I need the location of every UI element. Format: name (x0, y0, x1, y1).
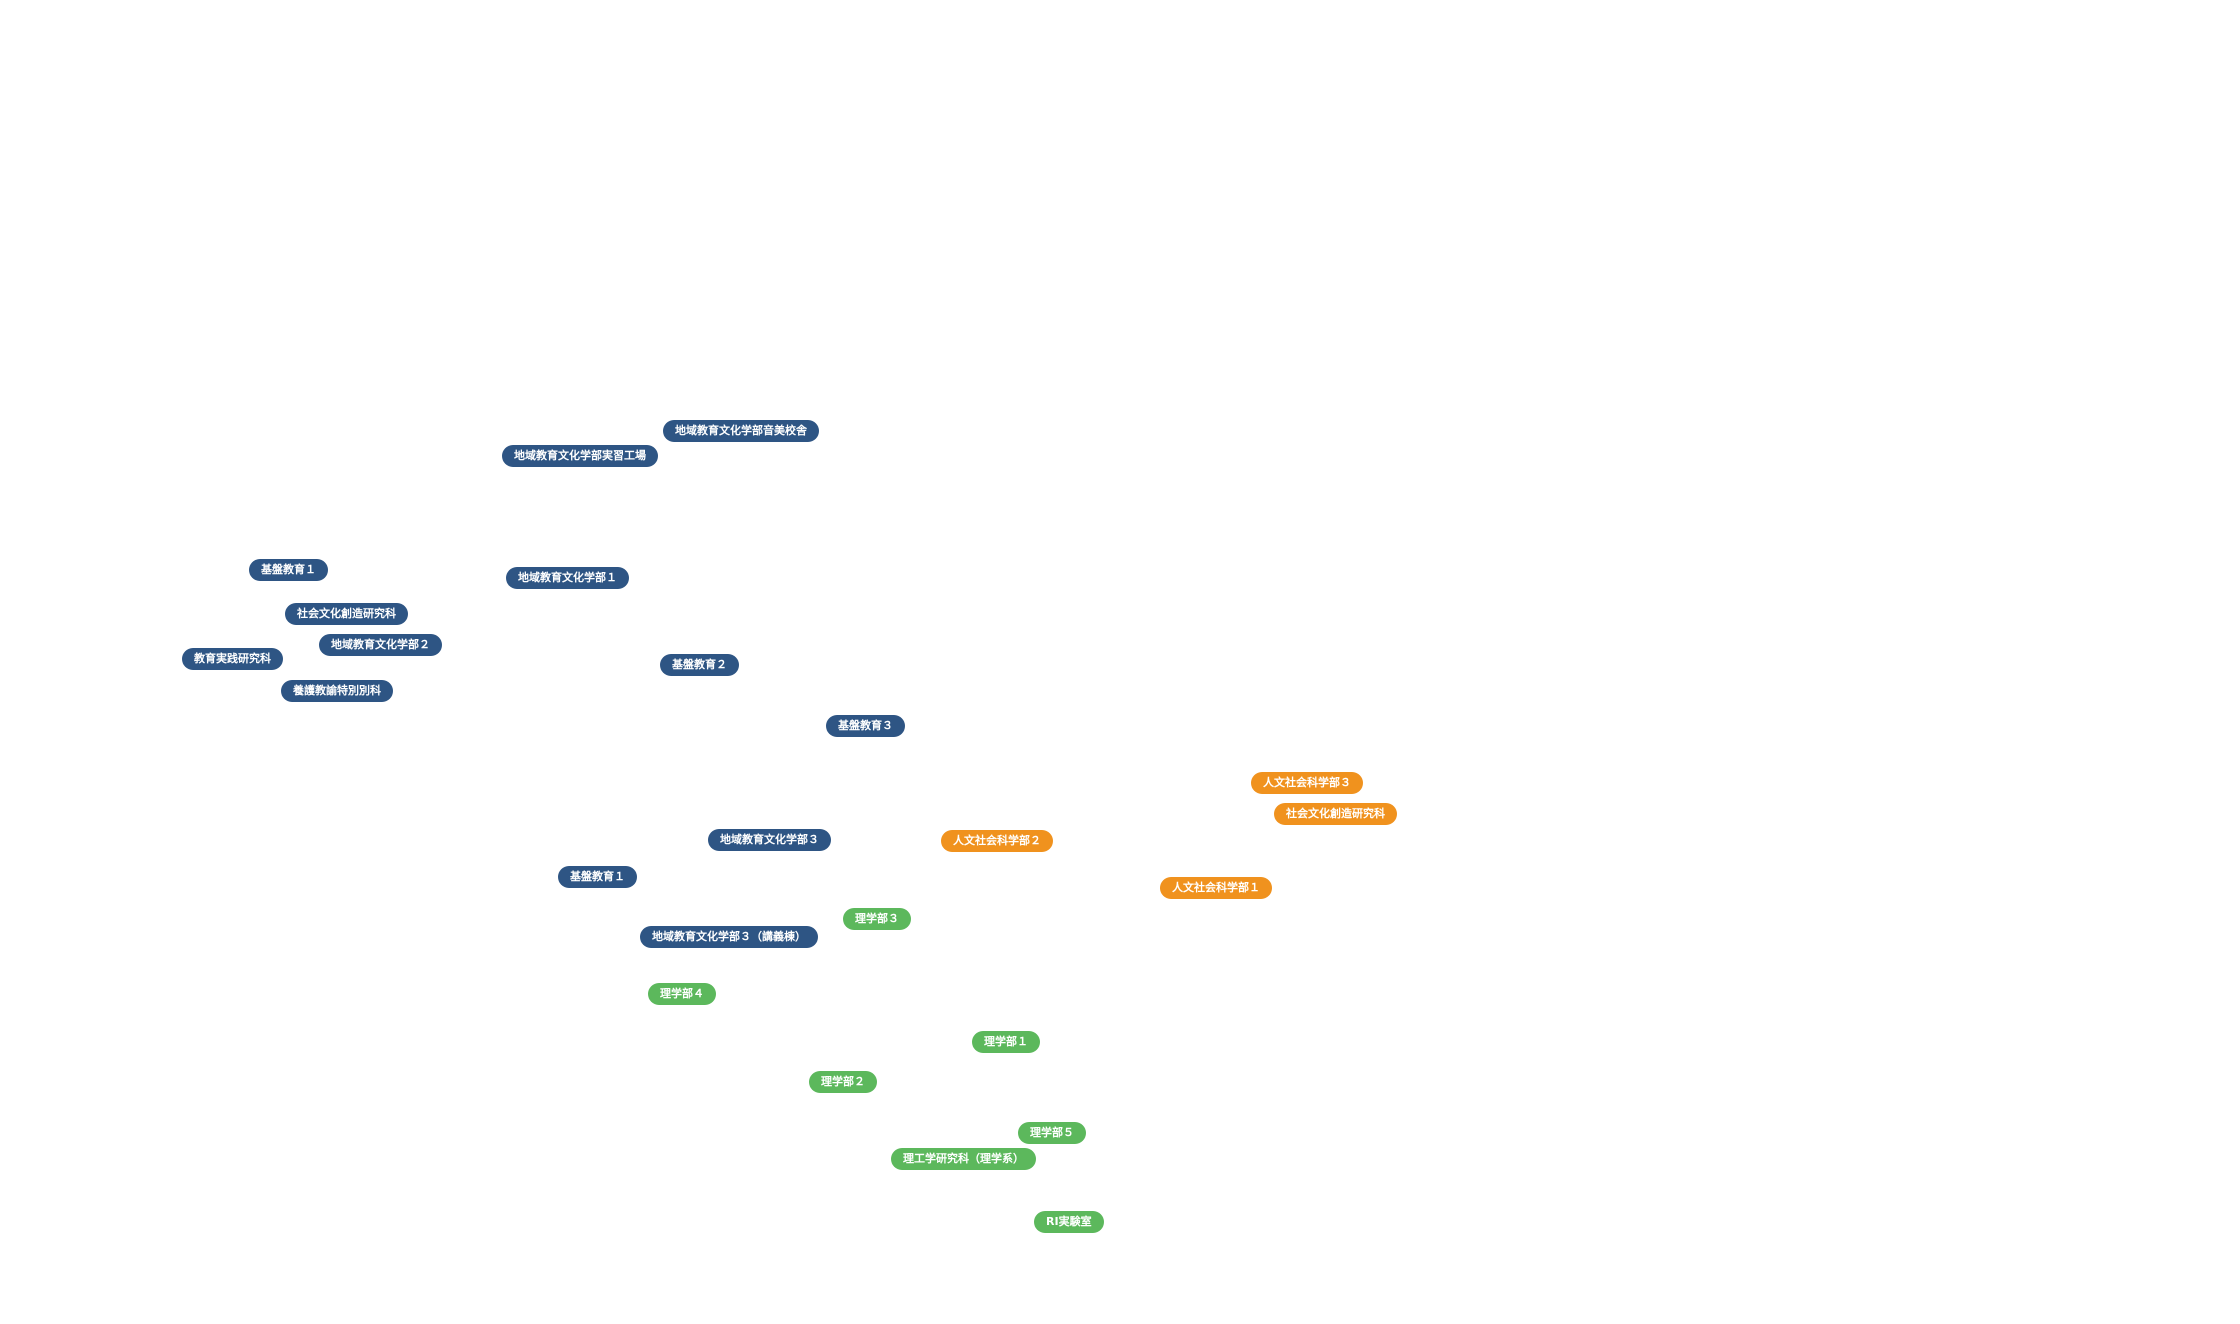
map-marker[interactable]: 社会文化創造研究科 (1274, 803, 1397, 825)
map-marker[interactable]: 理工学研究科（理学系） (891, 1148, 1036, 1170)
map-marker[interactable]: 理学部５ (1018, 1122, 1086, 1144)
map-marker[interactable]: 地域教育文化学部２ (319, 634, 442, 656)
map-marker[interactable]: 理学部２ (809, 1071, 877, 1093)
map-marker[interactable]: 教育実践研究科 (182, 648, 283, 670)
map-marker[interactable]: 人文社会科学部３ (1251, 772, 1363, 794)
map-marker[interactable]: 理学部１ (972, 1031, 1040, 1053)
map-marker[interactable]: 地域教育文化学部実習工場 (502, 445, 658, 467)
map-marker[interactable]: 社会文化創造研究科 (285, 603, 408, 625)
map-marker[interactable]: 地域教育文化学部音美校舎 (663, 420, 819, 442)
map-marker[interactable]: RI実験室 (1034, 1211, 1104, 1233)
map-marker[interactable]: 地域教育文化学部３（講義棟） (640, 926, 818, 948)
map-marker[interactable]: 基盤教育３ (826, 715, 905, 737)
map-marker[interactable]: 人文社会科学部２ (941, 830, 1053, 852)
map-marker[interactable]: 人文社会科学部１ (1160, 877, 1272, 899)
map-marker[interactable]: 養護教諭特別別科 (281, 680, 393, 702)
map-marker[interactable]: 理学部４ (648, 983, 716, 1005)
map-marker[interactable]: 基盤教育１ (249, 559, 328, 581)
map-marker[interactable]: 基盤教育２ (660, 654, 739, 676)
map-marker[interactable]: 地域教育文化学部１ (506, 567, 629, 589)
map-marker[interactable]: 基盤教育１ (558, 866, 637, 888)
map-marker[interactable]: 理学部３ (843, 908, 911, 930)
map-marker[interactable]: 地域教育文化学部３ (708, 829, 831, 851)
